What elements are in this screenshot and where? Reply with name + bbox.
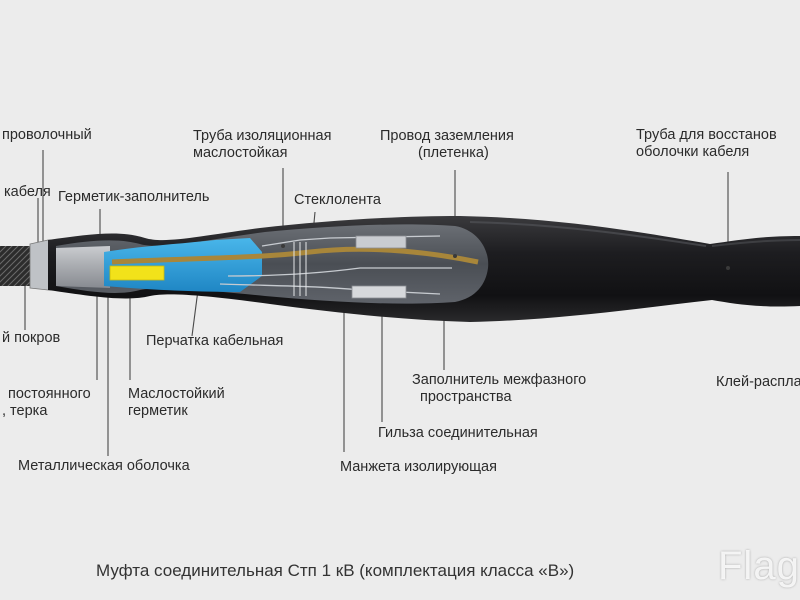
- label-sleeve: Гильза соединительная: [378, 425, 538, 441]
- label-ground-wire-2: (плетенка): [418, 145, 489, 161]
- diagram-caption: Муфта соединительная Стп 1 кВ (комплекта…: [96, 561, 575, 580]
- label-ground-wire-1: Провод заземления: [380, 128, 514, 144]
- label-oil-sealant-1: Маслостойкий: [128, 386, 225, 402]
- watermark-logo: Flag: [718, 544, 800, 588]
- label-tube-restore-2: оболочки кабеля: [636, 144, 750, 160]
- label-glue: Клей-распла: [716, 374, 800, 390]
- coupling-body: [0, 216, 800, 322]
- label-wire: проволочный: [2, 127, 92, 143]
- label-tube-restore-1: Труба для восстанов: [636, 127, 777, 143]
- label-tube-insulating-1: Труба изоляционная: [193, 128, 332, 144]
- label-tube-insulating-2: маслостойкая: [193, 145, 288, 161]
- label-glove: Перчатка кабельная: [146, 333, 284, 349]
- label-oil-sealant-2: герметик: [128, 403, 188, 419]
- label-sealant-filler: Герметик-заполнитель: [58, 189, 210, 205]
- label-metal-sheath: Металлическая оболочка: [18, 458, 190, 474]
- label-cuff: Манжета изолирующая: [340, 459, 497, 475]
- pointer-dots: [281, 244, 730, 270]
- label-cover: й покров: [2, 330, 61, 346]
- label-cable: кабеля: [4, 184, 51, 200]
- label-dc-1: постоянного: [8, 386, 91, 402]
- label-glass-tape: Стеклолента: [294, 192, 381, 208]
- leader-lines: [24, 150, 729, 456]
- label-dc-2: , терка: [2, 403, 48, 419]
- label-interphase-1: Заполнитель межфазного: [412, 372, 587, 388]
- label-interphase-2: пространства: [420, 389, 512, 405]
